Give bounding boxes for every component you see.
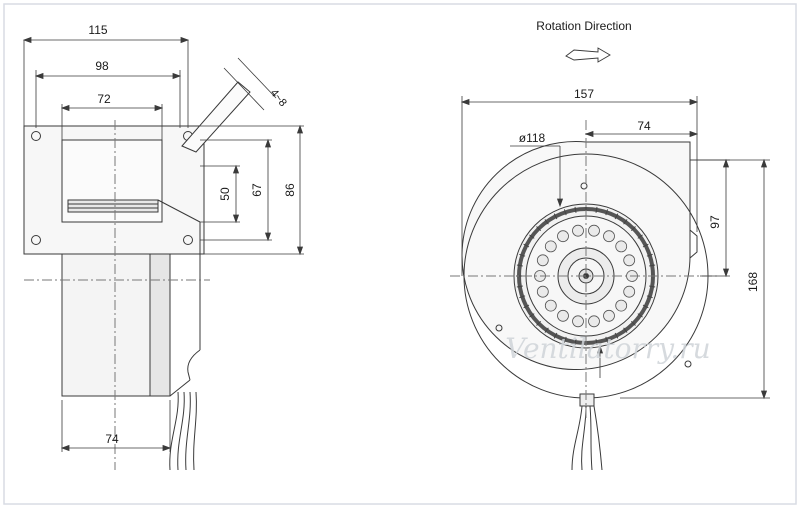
impeller-blade [623, 219, 628, 225]
impeller-pocket [544, 240, 557, 253]
impeller-blade [637, 313, 643, 318]
impeller-blade [614, 213, 619, 220]
impeller-blade [646, 295, 653, 299]
watermark: Ventilatorry.ru [505, 332, 710, 365]
impeller-blade [523, 243, 530, 248]
wire-exit [579, 393, 595, 407]
impeller-blade [516, 264, 523, 267]
impeller-blade [642, 304, 649, 309]
impeller-blade [630, 226, 636, 232]
impeller-blade [574, 339, 577, 346]
impeller-blade [536, 320, 542, 326]
impeller-blade [642, 243, 649, 248]
mount-hole-top-left [31, 131, 41, 141]
impeller-blade [595, 206, 598, 213]
impeller-blade [553, 332, 558, 339]
dim-width-inner: 72 [97, 92, 111, 106]
impeller-pocket [544, 299, 557, 312]
dim-outlet-height: 97 [708, 215, 722, 229]
impeller-pocket [623, 254, 636, 267]
impeller-blade [605, 209, 609, 216]
impeller-blade [649, 264, 656, 267]
housing-tab [689, 229, 698, 259]
dim-width-total: 115 [88, 23, 107, 37]
impeller-blade [516, 285, 523, 288]
impeller-blade [630, 320, 636, 326]
impeller-pocket [557, 230, 569, 243]
impeller-pocket [615, 240, 628, 253]
impeller-blade [519, 253, 526, 257]
impeller-blade [519, 295, 526, 299]
rotation-arrow-icon [565, 47, 611, 63]
front-view [450, 120, 720, 471]
sheet-border [3, 3, 797, 505]
dim-impeller-diameter: ø118 [519, 131, 546, 145]
front-mount-hole-left [495, 324, 503, 332]
front-mount-hole-top [580, 182, 588, 190]
front-view-dimensions [460, 96, 770, 400]
impeller-blade [605, 336, 609, 343]
dim-height-total: 86 [283, 183, 297, 197]
impeller-blade [523, 304, 530, 309]
impeller-blade [637, 234, 643, 239]
impeller-blade [544, 327, 549, 333]
dim-front-width-total: 157 [574, 87, 594, 101]
impeller-pocket [588, 315, 600, 328]
dim-height-mid: 67 [250, 183, 264, 197]
impeller-blade [614, 332, 619, 339]
mount-hole-bottom-right [183, 235, 193, 245]
impeller-pocket [572, 315, 584, 328]
impeller-blade [529, 313, 535, 318]
dim-width-mid: 98 [95, 59, 109, 73]
dim-front-height-total: 168 [746, 272, 760, 292]
front-mount-hole-right [684, 360, 692, 368]
impeller-pocket [615, 299, 628, 312]
impeller-blade [563, 209, 567, 216]
dim-depth-bottom: 74 [105, 432, 119, 446]
impeller-pocket [623, 285, 636, 298]
impeller-pocket [588, 224, 600, 237]
impeller-blade [536, 226, 542, 232]
rotation-direction-title: Rotation Direction [536, 19, 631, 33]
side-view-dimensions [22, 36, 304, 452]
front-view-dimension-labels: 157 74 ø118 97 168 [519, 87, 760, 292]
impeller-blade [529, 234, 535, 239]
impeller-blade [649, 285, 656, 288]
impeller-pocket [572, 224, 584, 237]
impeller-blade [574, 206, 577, 213]
dim-height-inner: 50 [218, 187, 232, 201]
impeller-blade [623, 327, 628, 333]
impeller-pocket [603, 309, 615, 322]
inlet-grill [67, 199, 159, 213]
mount-hole-bottom-left [31, 235, 41, 245]
impeller-blade [563, 336, 567, 343]
impeller-blade [553, 213, 558, 220]
slotted-bracket [181, 81, 251, 153]
impeller-pocket [536, 254, 549, 267]
impeller-blade [646, 253, 653, 257]
impeller-pocket [603, 230, 615, 243]
impeller-pocket [557, 309, 569, 322]
dim-flange-slot: 4~8 [268, 87, 289, 109]
side-view [23, 81, 251, 471]
dim-front-offset-right: 74 [637, 119, 651, 133]
impeller-blade [595, 339, 598, 346]
impeller-pocket [536, 285, 549, 298]
impeller-blade [544, 219, 549, 225]
